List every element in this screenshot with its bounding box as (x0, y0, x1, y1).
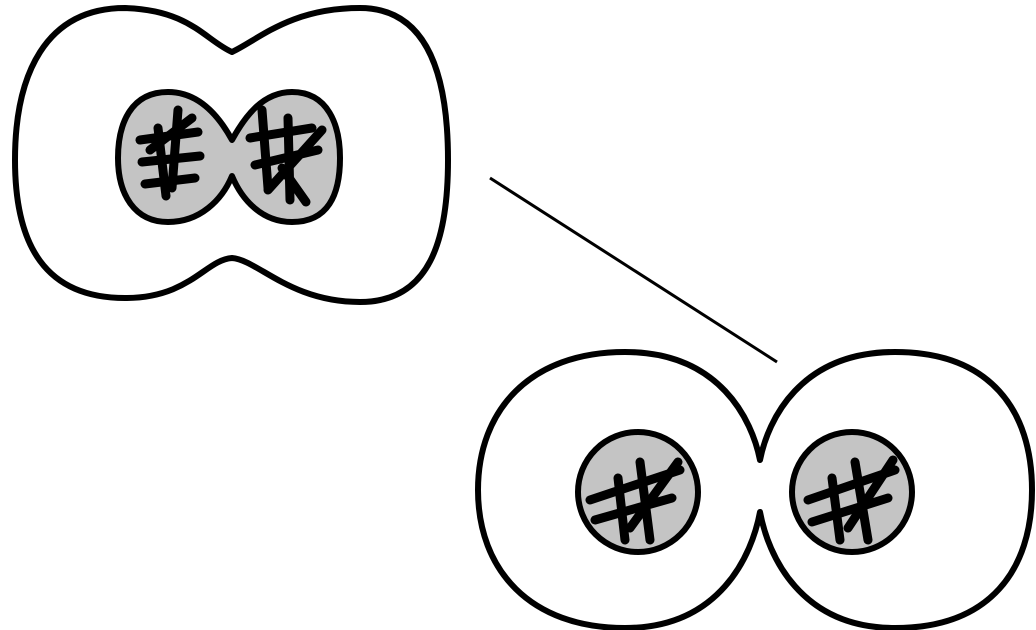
cell-membrane-late (478, 352, 1032, 628)
nucleus-left-daughter (578, 432, 698, 552)
nucleus-right-daughter (792, 432, 912, 552)
connector-line (490, 178, 777, 362)
cell-early-stage (15, 8, 448, 302)
cell-late-stage (478, 352, 1032, 628)
